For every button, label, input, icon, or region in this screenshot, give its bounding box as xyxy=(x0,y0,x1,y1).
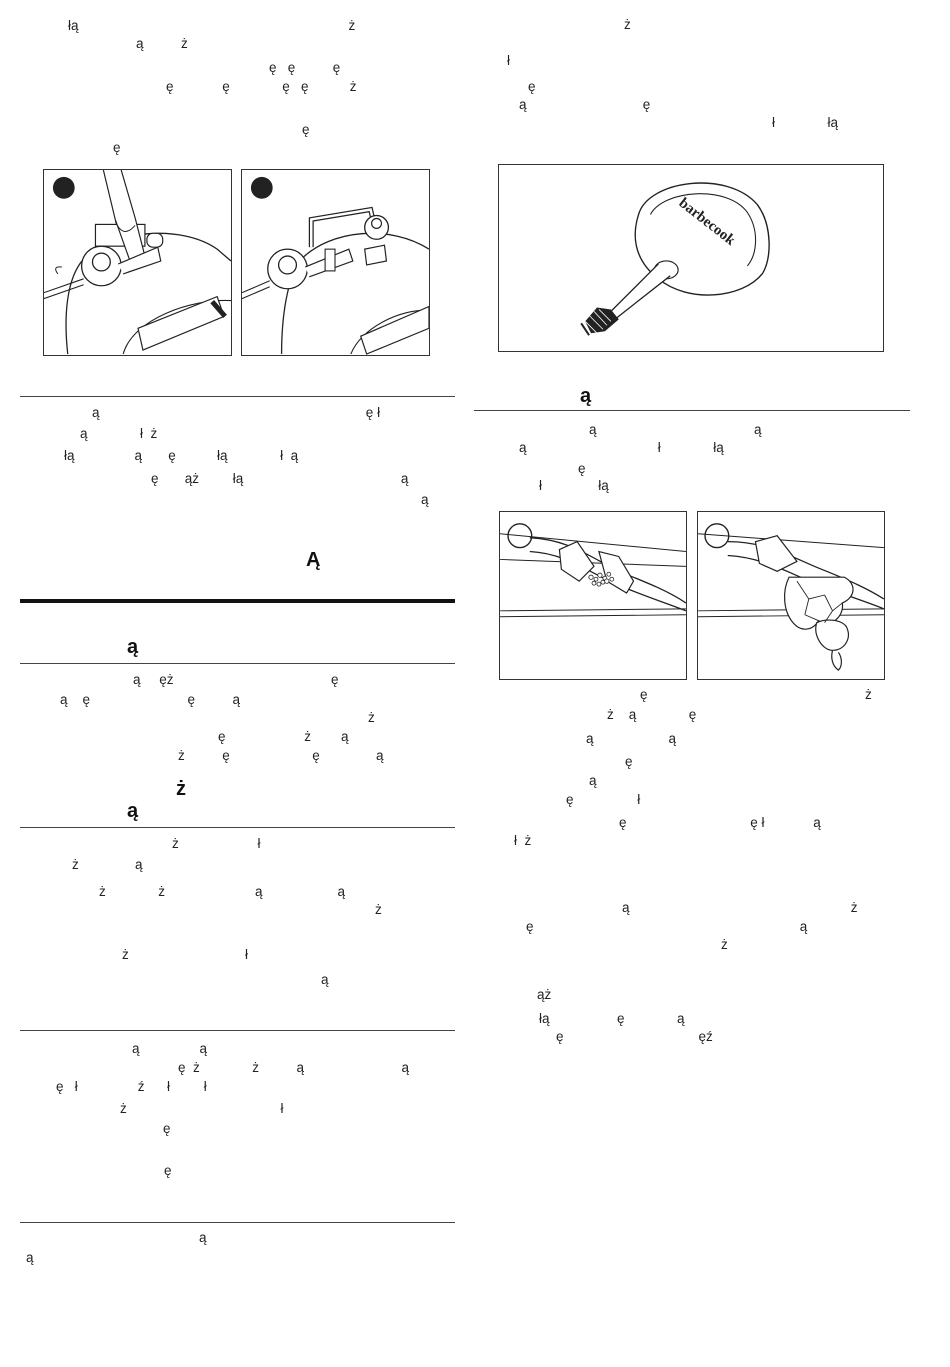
gas-leak-bubbles-small-illustration xyxy=(500,523,686,618)
right-top-line-2: ł xyxy=(507,53,510,68)
right-sec7-line-7: ę ę ł ą xyxy=(619,815,821,830)
left-sec4-line-3: ę ł ź ł ł xyxy=(56,1079,207,1094)
heading-2b: ą xyxy=(127,800,139,822)
cleaning-brush-illustration: barbecook xyxy=(580,182,770,336)
heading-3: ą xyxy=(580,385,592,407)
left-sec3-line-1: ż ł xyxy=(172,836,261,851)
left-top-line-1: łą ż xyxy=(68,18,356,33)
divider-4 xyxy=(20,1030,455,1031)
left-sec3-line-3: ż ż ą ą xyxy=(99,884,346,899)
left-top-line-3: ę ę ę xyxy=(269,60,341,75)
right-sec8-line-1: ą ż xyxy=(622,900,858,915)
right-sec7-line-3: ą ą xyxy=(586,731,677,746)
divider-6 xyxy=(474,410,910,411)
left-sec5-line-1: ą xyxy=(199,1230,207,1245)
left-sec4-line-6: ę xyxy=(164,1163,172,1178)
right-sec8-line-3: ż xyxy=(721,937,728,952)
right-sec6-line-2: ą ł łą xyxy=(519,440,724,455)
left-sec2-line-3: ż xyxy=(368,710,375,725)
left-sec2-line-5: ż ę ę ą xyxy=(178,748,384,763)
left-sec1-line-3: łą ą ę łą ł ą xyxy=(64,448,299,463)
divider-1 xyxy=(20,396,455,397)
left-sec3-line-5: ż ł xyxy=(122,947,249,962)
gas-leak-bubbles-large-illustration xyxy=(698,523,884,671)
right-sec9-line-3: ę ęź xyxy=(556,1029,713,1044)
left-top-line-2: ą ż xyxy=(136,36,188,51)
figure-cleaning-brush: barbecook xyxy=(498,164,884,352)
divider-2 xyxy=(20,663,455,664)
left-sec4-line-5: ę xyxy=(163,1121,171,1136)
figure-leak-bubbles-large xyxy=(697,511,885,680)
figure-leak-bubbles-small xyxy=(499,511,687,680)
right-sec7-line-2: ż ą ę xyxy=(607,707,697,722)
heading-2a: ż xyxy=(176,778,186,800)
right-top-line-3: ę xyxy=(528,79,536,94)
right-sec6-line-4: ł łą xyxy=(539,478,609,493)
left-sec1-line-1: ą ę ł xyxy=(92,405,381,420)
figure-wrench-regulator xyxy=(43,169,232,356)
right-sec9-line-1: ąż xyxy=(537,987,552,1002)
section-divider-thick xyxy=(20,599,455,603)
regulator-connected-illustration xyxy=(242,176,429,355)
right-sec9-line-2: łą ę ą xyxy=(539,1011,685,1026)
left-sec2-line-1: ą ęż ę xyxy=(133,672,339,687)
right-sec6-line-3: ę xyxy=(578,461,586,476)
left-sec1-line-4: ę ąż łą ą xyxy=(151,471,409,486)
right-top-line-4: ą ę xyxy=(519,97,651,112)
right-sec8-line-2: ę ą xyxy=(526,919,808,934)
left-sec2-line-2: ą ę ę ą xyxy=(60,692,241,707)
right-sec7-line-4: ę xyxy=(625,754,633,769)
big-letter-heading: Ą xyxy=(306,549,321,571)
figure-regulator-connected xyxy=(241,169,430,356)
right-sec7-line-1: ę ż xyxy=(640,687,872,702)
left-sec4-line-1: ą ą xyxy=(132,1041,208,1056)
right-sec7-line-8: ł ż xyxy=(514,833,532,848)
left-sec4-line-4: ż ł xyxy=(120,1101,284,1116)
left-sec3-line-2: ż ą xyxy=(72,857,143,872)
wrench-regulator-illustration xyxy=(44,170,231,355)
left-sec2-line-4: ę ż ą xyxy=(218,729,349,744)
left-sec3-line-6: ą xyxy=(321,972,329,987)
right-sec7-line-6: ę ł xyxy=(566,792,641,807)
left-top-line-4: ę ę ę ę ż xyxy=(166,79,357,94)
divider-5 xyxy=(20,1222,455,1223)
left-top-line-5: ę xyxy=(302,122,310,137)
right-top-line-1: ż xyxy=(624,17,631,32)
left-sec5-line-2: ą xyxy=(26,1250,34,1265)
left-sec4-line-2: ę ż ż ą ą xyxy=(178,1060,410,1075)
left-sec1-line-2: ą ł ż xyxy=(80,426,158,441)
heading-1: ą xyxy=(127,636,139,658)
left-sec3-line-4: ż xyxy=(375,902,382,917)
left-sec1-line-5: ą xyxy=(421,492,429,507)
divider-3 xyxy=(20,827,455,828)
right-sec6-line-1: ą ą xyxy=(589,422,762,437)
left-top-line-6: ę xyxy=(113,140,121,155)
right-top-line-5: ł łą xyxy=(772,115,839,130)
right-sec7-line-5: ą xyxy=(589,773,597,788)
